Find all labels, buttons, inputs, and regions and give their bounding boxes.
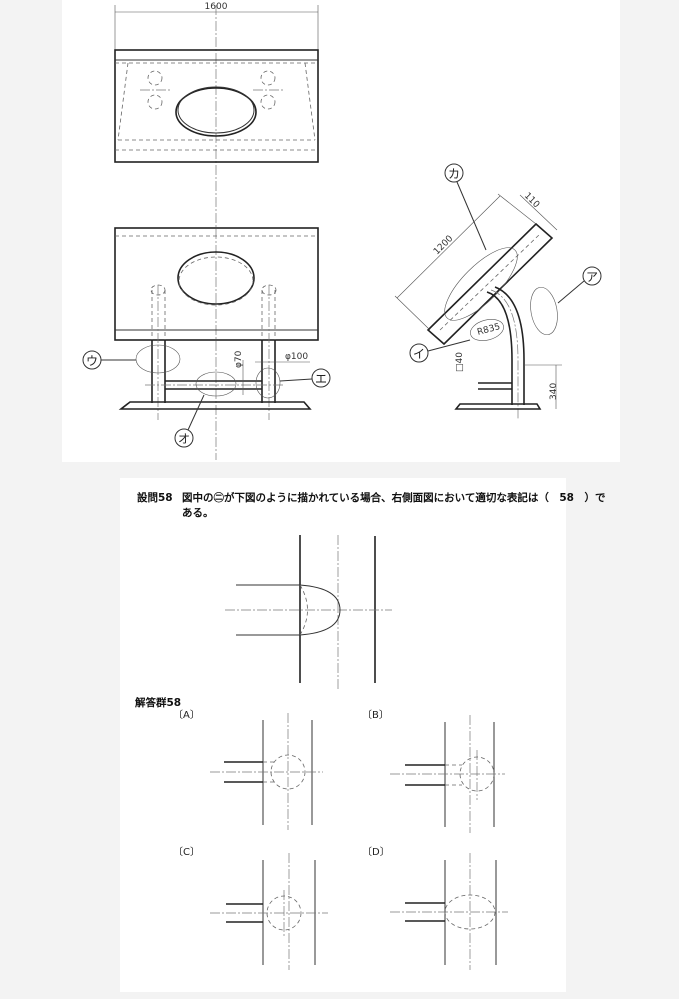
option-a[interactable]: 〔A〕 bbox=[173, 709, 323, 830]
front-view: φ70 φ100 ウ オ エ bbox=[82, 227, 331, 448]
dim-340: 340 bbox=[549, 383, 559, 400]
option-c[interactable]: 〔C〕 bbox=[173, 846, 328, 970]
dim-r835: R835 bbox=[476, 322, 501, 338]
question-figure bbox=[225, 535, 392, 690]
dim-phi70: φ70 bbox=[234, 350, 244, 368]
callout-u: ウ bbox=[86, 354, 98, 368]
question-number: 設問58 bbox=[137, 491, 173, 504]
option-d-label: 〔D〕 bbox=[362, 846, 390, 858]
callout-o: オ bbox=[178, 432, 190, 446]
question-text-line2: ある。 bbox=[182, 506, 214, 519]
answers-title: 解答群58 bbox=[134, 696, 181, 709]
dim-phi100: φ100 bbox=[285, 352, 308, 362]
side-view: 1200 110 R835 □40 340 カ ア イ bbox=[394, 163, 602, 420]
question-panel bbox=[120, 478, 566, 992]
dim-square40: □40 bbox=[455, 352, 465, 372]
plan-view: 1600 bbox=[114, 2, 319, 460]
option-c-label: 〔C〕 bbox=[173, 846, 200, 858]
callout-ka: カ bbox=[448, 167, 460, 181]
callout-e: エ bbox=[315, 372, 327, 386]
callout-a: ア bbox=[586, 270, 598, 284]
callout-i: イ bbox=[413, 347, 425, 361]
dim-1200: 1200 bbox=[432, 234, 455, 257]
dim-110: 110 bbox=[522, 191, 541, 210]
option-b-label: 〔B〕 bbox=[362, 709, 389, 721]
option-a-label: 〔A〕 bbox=[173, 709, 200, 721]
option-b[interactable]: 〔B〕 bbox=[362, 709, 505, 833]
question-text-line1: 図中の㊁が下図のように描かれている場合、右側面図において適切な表記は（ 58 ）… bbox=[182, 491, 606, 504]
option-d[interactable]: 〔D〕 bbox=[362, 846, 508, 970]
